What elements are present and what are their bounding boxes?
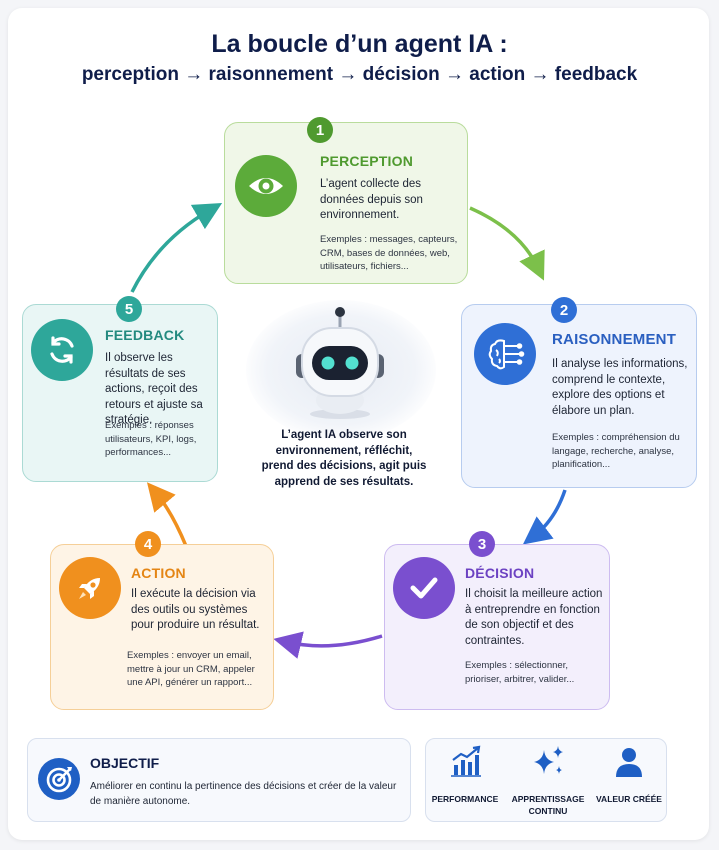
metrics-box: PERFORMANCE APPRENTISSAGE CONTINU VALEUR… xyxy=(425,738,667,822)
metric-label-apprentissage: APPRENTISSAGE CONTINU xyxy=(511,794,585,816)
refresh-cycle-icon xyxy=(31,319,93,381)
center-description: L’agent IA observe son environnement, ré… xyxy=(261,429,427,488)
step-examples: Exemples : messages, capteurs, CRM, base… xyxy=(320,234,458,272)
rocket-icon xyxy=(59,557,121,619)
step-description: Il analyse les informations, comprend le… xyxy=(552,358,688,417)
step-card-raisonnement: RAISONNEMENT Il analyse les informations… xyxy=(461,304,697,488)
target-icon xyxy=(38,758,80,800)
step-number-badge: 5 xyxy=(116,296,142,322)
step-title: DÉCISION xyxy=(465,565,535,581)
step-title: PERCEPTION xyxy=(320,153,414,169)
step-number-badge: 1 xyxy=(307,117,333,143)
sparkles-icon xyxy=(534,746,563,774)
step-number-badge: 4 xyxy=(135,531,161,557)
step-description: Il choisit la meilleure action à entrepr… xyxy=(465,588,603,647)
step-card-perception: PERCEPTION L’agent collecte des données … xyxy=(224,122,468,284)
step-title: ACTION xyxy=(131,565,186,581)
step-card-feedback: FEEDBACK Il observe les résultats de ses… xyxy=(22,304,218,482)
step-examples: Exemples : compréhension du langage, rec… xyxy=(552,432,680,470)
step-description: Il exécute la décision via des outils ou… xyxy=(131,588,260,631)
metric-label-performance: PERFORMANCE xyxy=(431,794,499,804)
checkmark-icon xyxy=(393,557,455,619)
step-description: Il observe les résultats de ses actions,… xyxy=(105,352,203,426)
objective-box: OBJECTIF Améliorer en continu la pertine… xyxy=(27,738,411,822)
objective-title: OBJECTIF xyxy=(90,755,160,771)
brain-circuit-icon xyxy=(474,323,536,385)
step-examples: Exemples : envoyer un email, mettre à jo… xyxy=(127,650,255,688)
step-title: FEEDBACK xyxy=(105,327,185,343)
user-icon xyxy=(616,748,642,777)
step-number-badge: 3 xyxy=(469,531,495,557)
metric-label-valeur: VALEUR CRÉÉE xyxy=(596,794,662,804)
step-examples: Exemples : réponses utilisateurs, KPI, l… xyxy=(105,420,197,458)
objective-text: Améliorer en continu la pertinence des d… xyxy=(90,781,397,807)
step-description: L’agent collecte des données depuis son … xyxy=(320,178,423,221)
step-card-action: ACTION Il exécute la décision via des ou… xyxy=(50,544,274,710)
step-card-decision: DÉCISION Il choisit la meilleure action … xyxy=(384,544,610,710)
bar-chart-icon xyxy=(451,745,481,777)
step-number-badge: 2 xyxy=(551,297,577,323)
page-title: La boucle d’un agent IA : xyxy=(211,30,508,58)
step-title: RAISONNEMENT xyxy=(552,331,677,348)
robot-icon xyxy=(296,307,384,419)
step-examples: Exemples : sélectionner, prioriser, arbi… xyxy=(465,660,575,685)
eye-icon xyxy=(235,155,297,217)
page-subtitle: perception → raisonnement → décision → a… xyxy=(81,64,638,85)
